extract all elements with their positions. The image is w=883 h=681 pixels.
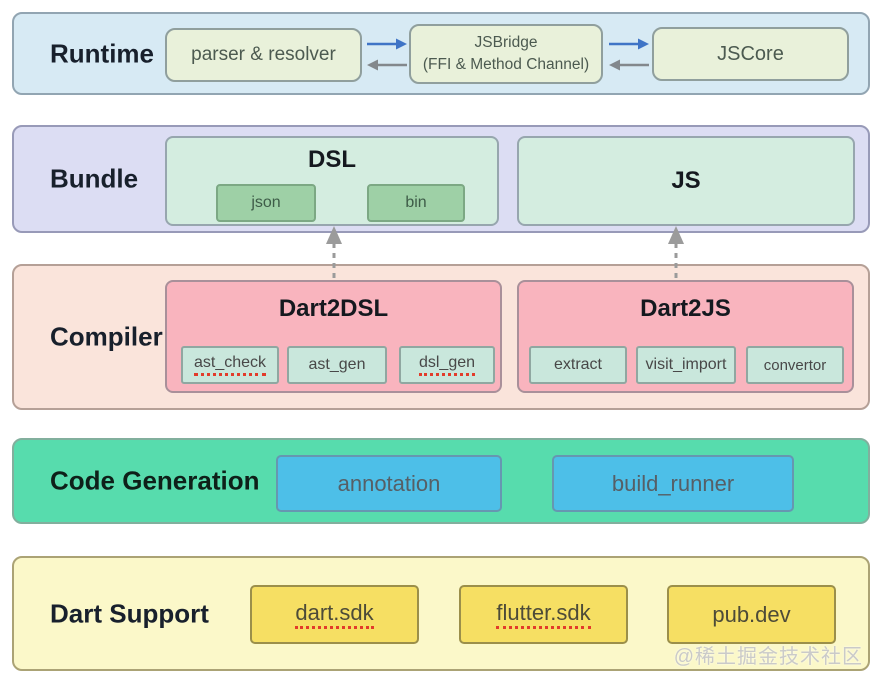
- layer-runtime-label: Runtime: [50, 38, 154, 68]
- jsbridge-title: JSBridge: [474, 33, 538, 51]
- layer-dart-support: Dart Support dart.sdk flutter.sdk pub.de…: [12, 556, 870, 671]
- dsl-gen-label: dsl_gen: [418, 354, 476, 376]
- runtime-arrow-pair-1: [367, 38, 407, 71]
- chip-bin: bin: [367, 184, 465, 222]
- runtime-arrow-pair-2: [609, 38, 649, 71]
- box-jsbridge: JSBridge (FFI & Method Channel): [409, 24, 603, 84]
- box-js: JS: [517, 136, 855, 226]
- js-title: JS: [671, 167, 701, 194]
- pub-dev-label: pub.dev: [712, 601, 791, 627]
- convertor-label: convertor: [763, 356, 827, 374]
- layer-bundle-label: Bundle: [50, 163, 139, 194]
- layer-bundle: Bundle DSL json bin JS: [12, 125, 870, 233]
- extract-label: extract: [553, 356, 602, 373]
- dart2dsl-title: Dart2DSL: [278, 295, 389, 322]
- arrow-right-icon: [367, 38, 407, 50]
- layer-dart-support-label: Dart Support: [50, 598, 209, 628]
- chip-visit-import: visit_import: [636, 346, 736, 384]
- parser-resolver-label: parser & resolver: [191, 44, 336, 65]
- jscore-label: JSCore: [717, 42, 784, 65]
- box-dart2js: Dart2JS extract visit_import convertor: [517, 280, 854, 393]
- chip-pub-dev: pub.dev: [667, 585, 836, 644]
- flutter-sdk-label: flutter.sdk: [496, 600, 591, 629]
- chip-flutter-sdk: flutter.sdk: [459, 585, 628, 644]
- chip-ast-check: ast_check: [181, 346, 279, 384]
- arrow-right-icon: [609, 38, 649, 50]
- chip-extract: extract: [529, 346, 627, 384]
- layer-code-generation-label: Code Generation: [50, 465, 260, 496]
- annotation-label: annotation: [337, 470, 441, 496]
- ast-check-label: ast_check: [193, 354, 267, 376]
- chip-annotation: annotation: [276, 455, 502, 512]
- build-runner-label: build_runner: [611, 470, 735, 496]
- layer-compiler-label: Compiler: [50, 321, 163, 352]
- box-dsl: DSL json bin: [165, 136, 499, 226]
- chip-json: json: [216, 184, 316, 222]
- chip-dsl-gen: dsl_gen: [399, 346, 495, 384]
- dart2js-title: Dart2JS: [640, 295, 731, 322]
- chip-ast-gen: ast_gen: [287, 346, 387, 384]
- arrow-up-dashed-icon: [326, 226, 342, 278]
- box-parser-resolver: parser & resolver: [165, 28, 362, 82]
- chip-convertor: convertor: [746, 346, 844, 384]
- ast-gen-label: ast_gen: [308, 356, 366, 373]
- watermark: @稀土掘金技术社区: [673, 646, 863, 668]
- dart-sdk-label: dart.sdk: [295, 600, 374, 629]
- layer-runtime: Runtime parser & resolver JSBridge (FFI …: [12, 12, 870, 95]
- chip-build-runner: build_runner: [552, 455, 794, 512]
- layer-code-generation: Code Generation annotation build_runner: [12, 438, 870, 524]
- arrow-left-icon: [609, 59, 649, 71]
- arrow-left-icon: [367, 59, 407, 71]
- visit-import-label: visit_import: [645, 356, 727, 373]
- dsl-title: DSL: [308, 146, 356, 173]
- layer-compiler: Compiler Dart2DSL ast_check ast_gen dsl_…: [12, 264, 870, 410]
- chip-dart-sdk: dart.sdk: [250, 585, 419, 644]
- box-jscore: JSCore: [652, 27, 849, 81]
- arrow-up-dashed-icon: [668, 226, 684, 278]
- jsbridge-subtitle: (FFI & Method Channel): [422, 56, 590, 73]
- json-label: json: [251, 194, 281, 211]
- box-dart2dsl: Dart2DSL ast_check ast_gen dsl_gen: [165, 280, 502, 393]
- bin-label: bin: [405, 194, 427, 211]
